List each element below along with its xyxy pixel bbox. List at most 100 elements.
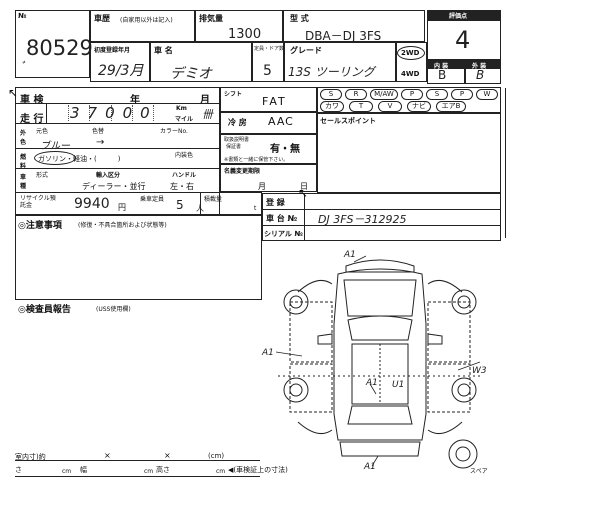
mileage-flag: 卌: [202, 108, 213, 121]
lot-box: [15, 10, 90, 78]
score-value: 4: [455, 26, 471, 54]
shift-cell: [220, 87, 317, 112]
capacity-value: 5: [176, 198, 184, 212]
load-label: 積載量: [204, 196, 223, 203]
length-label: さ: [15, 466, 22, 474]
type-sub: 形式: [36, 172, 49, 179]
manual-value: 有・無: [270, 144, 300, 155]
displacement-cell: [195, 10, 283, 42]
shift-label: シフト: [224, 91, 243, 98]
grade-label: グレード: [290, 46, 322, 55]
height-label: 高さ: [156, 466, 170, 474]
spare-label: スペア: [470, 468, 488, 475]
manual-cell: [220, 134, 317, 164]
load-cell: [200, 192, 262, 215]
dim-note: ◀(車検証上の寸法): [228, 466, 288, 474]
ac-cell: [220, 112, 317, 134]
width-label: 幅: [80, 466, 87, 474]
sales-point-box: [317, 113, 501, 193]
inner-dim-label: 室内寸)約: [15, 453, 46, 461]
mile-label: マイル: [175, 116, 194, 123]
drive-cell: [396, 42, 427, 82]
name-value: デミオ: [170, 66, 212, 82]
inspection-year: 年: [130, 95, 140, 106]
mark-left: A1: [262, 348, 274, 358]
color-label: 外色: [20, 130, 27, 146]
manual-note: ※書類と一緒に保管下さい。: [224, 157, 289, 163]
mileage-value: 37000: [70, 104, 158, 122]
handle-value: 左・右: [170, 182, 194, 191]
fuel-value: ガソリン・軽油・( ): [38, 155, 121, 163]
color-arrow: →: [96, 137, 105, 148]
doors-label: 定員・ドア数: [254, 46, 285, 52]
recycle-label: リサイクル預託金: [20, 195, 56, 209]
color-value: ブルー: [40, 141, 70, 152]
color-sub: 元色: [36, 128, 49, 135]
height-cm: cm: [216, 468, 226, 475]
shift-value: FAT: [262, 95, 287, 108]
history-label: 車歴: [94, 14, 110, 23]
interior-cell: [427, 60, 465, 84]
inspector-label: ◎検査員報告: [18, 305, 71, 315]
model-value: DBA－DJ 3FS: [305, 29, 382, 43]
mileage-label: 走 行: [20, 114, 44, 125]
mark-roof: U1: [392, 380, 405, 390]
caution-label: ◎注意事項: [18, 221, 62, 231]
history-note: (自家用以外は記入): [120, 17, 173, 24]
doors-value: 5: [263, 63, 272, 79]
sales-point-label: セールスポイント: [320, 117, 376, 125]
inspector-sub: (USS使用欄): [96, 306, 131, 313]
width-cm: cm: [144, 468, 154, 475]
interior-label: 内 装: [434, 63, 449, 70]
capacity-label: 乗車定員: [140, 196, 165, 203]
ac-label: 冷 房: [228, 118, 247, 127]
exterior-cell: [465, 60, 501, 84]
recycle-value: 9940: [74, 196, 110, 212]
vehicle-type-label: 車種: [20, 174, 27, 190]
color-sub2: 色替: [92, 128, 105, 135]
equipment-item: エアB: [436, 101, 466, 112]
equipment-box: [317, 87, 501, 113]
mark-front: A1: [344, 250, 356, 260]
km-label: Km: [176, 105, 187, 112]
name-change-day: 日: [300, 182, 308, 191]
exterior-value: B: [476, 68, 485, 82]
equipment-item: S: [320, 89, 342, 100]
ac-value: AAC: [268, 115, 294, 128]
lot-mark: ﾞ: [20, 60, 27, 74]
equipment-item: ナビ: [407, 101, 431, 112]
interior-value: B: [438, 68, 447, 82]
mark-rear: A1: [364, 462, 376, 472]
cursor-icon: ↖: [8, 86, 19, 100]
score-box: [427, 10, 501, 60]
color-no-label: カラーNo.: [160, 128, 188, 135]
displacement-label: 排気量: [199, 14, 223, 23]
manual-sub: 保証書: [226, 144, 242, 150]
doors-cell: [252, 42, 284, 82]
equipment-item: V: [378, 101, 402, 112]
dim-x2: ×: [164, 451, 171, 460]
first-reg-label: 初度登録年月: [94, 47, 131, 54]
lot-label: №: [18, 12, 27, 20]
name-cell: [150, 42, 252, 82]
inspection-month: 月: [200, 95, 210, 106]
load-unit: t: [254, 205, 257, 212]
caution-sub: (修復・不具合箇所および状態等): [78, 222, 167, 229]
equipment-item: R: [345, 89, 367, 100]
manual-label: 取扱説明書: [224, 137, 250, 143]
equipment-item: カワ: [320, 101, 344, 112]
interior-color-label: 内装色: [175, 152, 194, 159]
mileage-digits: [48, 105, 174, 121]
exterior-header: [466, 61, 500, 69]
lot-number: 80529: [26, 36, 93, 60]
equipment-item: P: [451, 89, 473, 100]
registration-label: 登 録: [266, 198, 285, 207]
drive-2wd: 2WD: [401, 49, 420, 57]
right-edge-text: [505, 88, 516, 238]
grade-cell: [284, 42, 396, 82]
name-change-month: 月: [258, 182, 266, 191]
fuel-circle: [34, 151, 76, 165]
inspection-label: 車 検: [20, 95, 44, 106]
chassis-label: 車 台 №: [266, 214, 298, 223]
model-cell: [283, 10, 425, 42]
